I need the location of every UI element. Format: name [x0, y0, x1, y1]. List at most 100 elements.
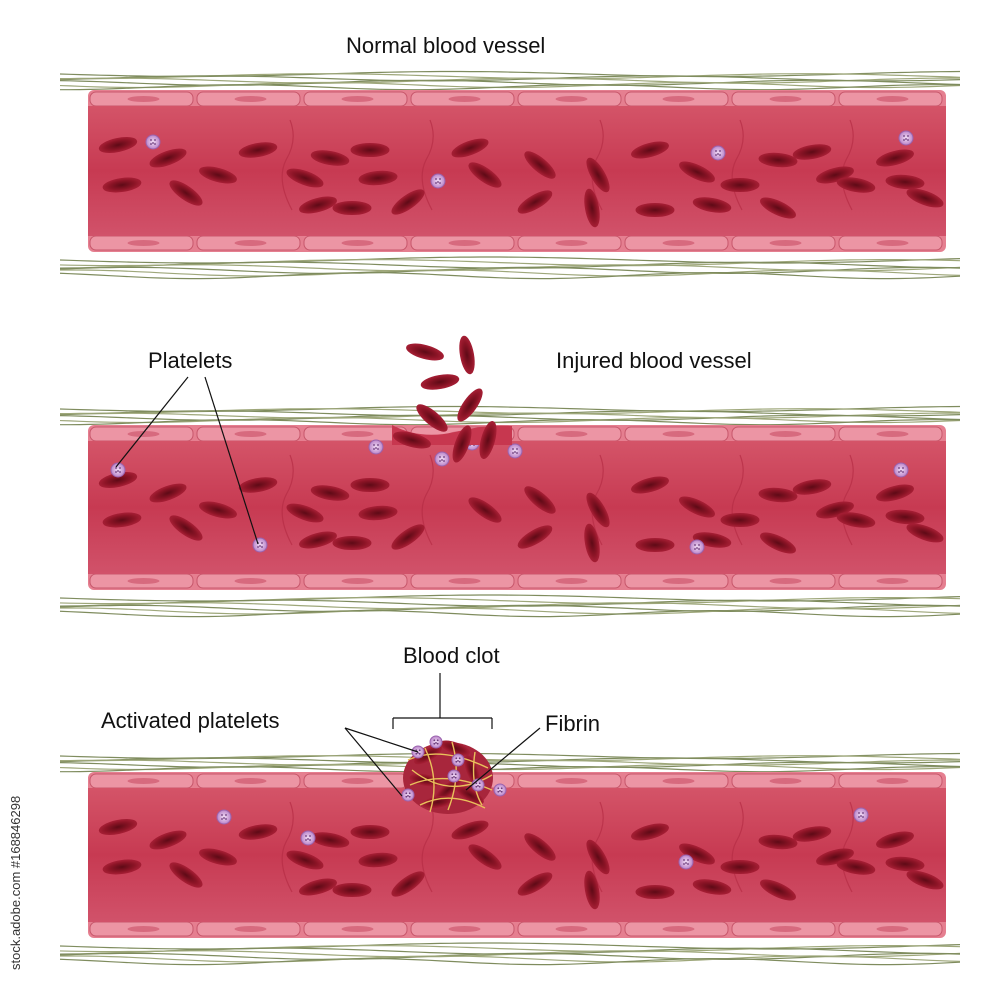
red-blood-cell: [350, 478, 390, 492]
red-blood-cell: [391, 871, 425, 897]
red-blood-cell: [199, 501, 237, 519]
red-blood-cell: [760, 532, 796, 554]
red-blood-cells: [98, 472, 944, 563]
red-blood-cell: [876, 149, 914, 167]
platelet: [678, 854, 694, 870]
red-blood-cell: [479, 421, 497, 459]
red-blood-cell: [760, 197, 796, 219]
platelet: [689, 539, 705, 555]
red-blood-cell: [149, 148, 187, 168]
red-blood-cell: [468, 844, 502, 870]
red-blood-cell: [792, 826, 832, 842]
platelet: [507, 443, 523, 459]
red-blood-cells: [98, 819, 944, 910]
red-blood-cell: [635, 203, 675, 217]
red-blood-cell: [635, 885, 675, 899]
red-blood-cell: [679, 843, 715, 865]
connective-tissue-fibers: [59, 70, 961, 280]
red-blood-cell: [517, 190, 553, 214]
fibrin-strand: [419, 797, 486, 809]
platelet: [893, 462, 909, 478]
red-blood-cell: [517, 525, 553, 549]
red-blood-cell: [524, 151, 556, 179]
cell-boundaries: [281, 454, 854, 546]
red-blood-cell: [457, 388, 483, 422]
red-blood-cell: [199, 848, 237, 866]
red-blood-cell: [456, 785, 484, 805]
red-blood-cell: [451, 820, 489, 840]
red-blood-cell: [584, 870, 600, 910]
red-blood-cell: [102, 177, 142, 193]
red-blood-cell: [586, 839, 610, 875]
red-blood-cell: [332, 883, 372, 897]
vessel-lumen: [88, 441, 946, 574]
fibrin-strand: [411, 769, 493, 787]
red-blood-cell: [422, 795, 454, 809]
cell-boundaries: [281, 119, 854, 211]
platelet: [110, 462, 126, 478]
platelet: [853, 807, 869, 823]
red-blood-cell: [416, 404, 448, 432]
platelets-leader-lines: [115, 376, 259, 545]
normal-vessel: [59, 70, 961, 280]
platelet: [145, 134, 161, 150]
blood-clot-mass: [401, 735, 507, 814]
red-blood-cell: [885, 174, 925, 190]
red-blood-cell: [420, 374, 460, 390]
red-blood-cell: [760, 879, 796, 901]
red-blood-cell: [332, 201, 372, 215]
red-blood-cell: [238, 477, 278, 493]
red-blood-cell: [286, 168, 324, 188]
red-blood-cell: [586, 492, 610, 528]
platelet: [493, 783, 507, 797]
red-blood-cell: [792, 144, 832, 160]
normal-vessel-label: Normal blood vessel: [346, 33, 546, 58]
red-blood-cell: [406, 343, 444, 361]
red-blood-cell: [238, 142, 278, 158]
injured-vessel-label: Injured blood vessel: [556, 348, 752, 373]
red-blood-cell: [720, 860, 760, 874]
platelets: [145, 130, 914, 189]
red-blood-cell: [692, 879, 732, 895]
red-blood-cells: [98, 137, 944, 228]
red-blood-cell: [792, 479, 832, 495]
red-blood-cell: [836, 177, 876, 193]
red-blood-cell: [679, 161, 715, 183]
red-blood-cell: [238, 824, 278, 840]
red-blood-cell: [459, 335, 475, 375]
red-blood-cell: [310, 150, 350, 166]
red-blood-cell: [876, 484, 914, 502]
red-blood-cell: [393, 431, 431, 449]
red-blood-cell: [358, 852, 398, 868]
red-blood-cell: [885, 856, 925, 872]
red-blood-cell: [299, 196, 337, 214]
fibrin-leader-line: [465, 727, 541, 791]
red-blood-cell: [98, 819, 138, 835]
red-blood-cell: [635, 538, 675, 552]
red-blood-cell: [758, 834, 798, 850]
red-blood-cell: [451, 138, 489, 158]
red-blood-cell: [524, 833, 556, 861]
platelet: [451, 753, 465, 767]
red-blood-cell: [358, 170, 398, 186]
red-blood-cell: [584, 523, 600, 563]
platelet: [898, 130, 914, 146]
blood-clot-label: Blood clot: [403, 643, 500, 668]
red-blood-cell: [631, 141, 669, 159]
red-blood-cell: [631, 476, 669, 494]
red-blood-cell: [631, 823, 669, 841]
endothelial-cells-bottom: [89, 573, 943, 589]
endothelial-cells-top: [89, 426, 943, 442]
red-blood-cell: [169, 862, 203, 888]
red-blood-cell: [98, 137, 138, 153]
red-blood-cell: [286, 503, 324, 523]
blood-clot-bracket: [392, 673, 493, 729]
red-blood-cell: [149, 483, 187, 503]
red-blood-cell: [332, 536, 372, 550]
red-blood-cell: [169, 515, 203, 541]
platelets: [216, 807, 869, 870]
red-blood-cell: [391, 189, 425, 215]
red-blood-cell: [102, 859, 142, 875]
red-blood-cell: [679, 496, 715, 518]
